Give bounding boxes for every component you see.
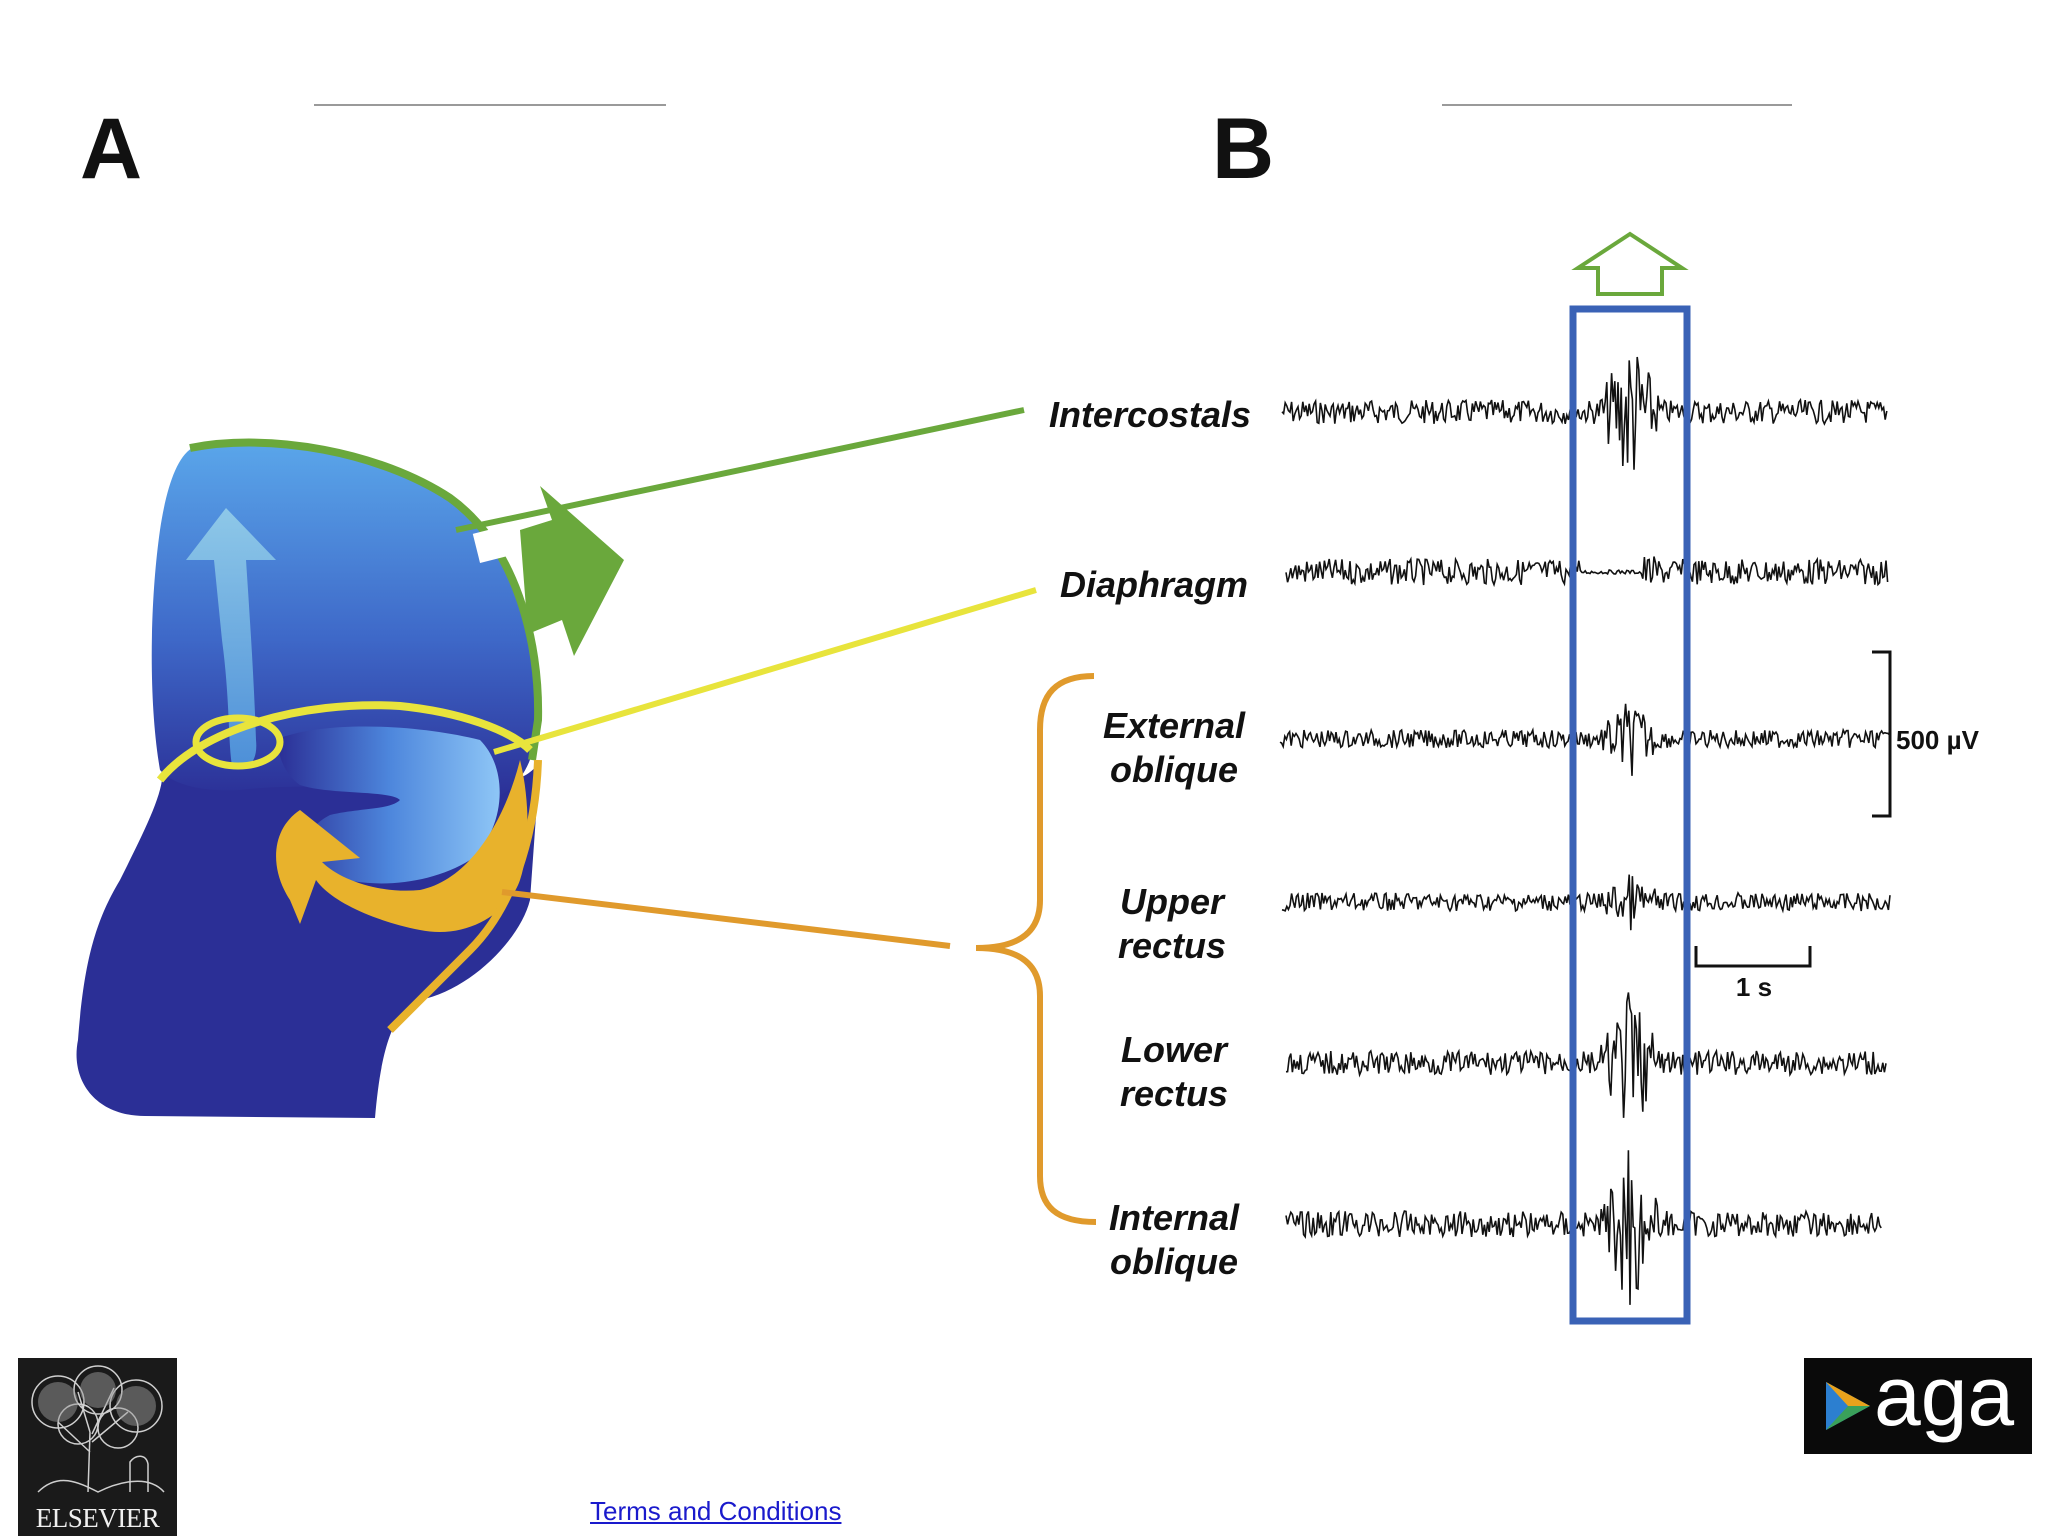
- intercostals-outline: [189, 438, 543, 761]
- label-internal-line2: oblique: [1110, 1241, 1238, 1282]
- emg-traces: [1279, 356, 1891, 1305]
- emg-trace-0: [1281, 356, 1888, 470]
- diaphragm-loop: [192, 714, 284, 770]
- label-external-line2: oblique: [1110, 749, 1238, 790]
- label-lower-rectus-line1: Lower: [1121, 1029, 1229, 1070]
- voltage-scale-bar: [1872, 650, 1892, 818]
- elsevier-logo: ELSEVIER: [18, 1358, 177, 1536]
- voltage-scale-label: 500 µV: [1896, 725, 1980, 755]
- top-rule-right: [1442, 104, 1792, 106]
- abdominal-outline: [387, 759, 542, 1033]
- abdominal-connector: [501, 889, 951, 949]
- abdominal-brace: [975, 673, 1097, 1225]
- aga-wordmark: aga: [1874, 1349, 2015, 1443]
- intercostals-connector: [455, 407, 1025, 533]
- label-upper-rectus-line1: Upper: [1120, 881, 1226, 922]
- emg-trace-1: [1285, 556, 1889, 588]
- emg-trace-4: [1285, 992, 1887, 1118]
- diaphragm-outline: [156, 701, 533, 783]
- aga-triangle-icon: [1826, 1382, 1870, 1430]
- aga-logo: aga: [1804, 1354, 2032, 1454]
- label-external-line1: External: [1103, 705, 1246, 746]
- label-diaphragm: Diaphragm: [1060, 564, 1248, 605]
- emg-trace-5: [1285, 1150, 1882, 1305]
- upward-arrow-icon: [186, 508, 276, 768]
- emg-trace-2: [1279, 703, 1891, 776]
- emg-trace-3: [1281, 874, 1891, 931]
- label-internal-line1: Internal: [1109, 1197, 1240, 1238]
- intercostals-line-gap: [472, 527, 508, 563]
- label-intercostals: Intercostals: [1049, 394, 1251, 435]
- diaphragm-connector: [493, 587, 1037, 755]
- label-lower-rectus-line2: rectus: [1120, 1073, 1228, 1114]
- outward-arrow-icon: [520, 486, 624, 656]
- panel-label-a: A: [80, 101, 143, 197]
- label-upper-rectus-line2: rectus: [1118, 925, 1226, 966]
- top-rule-left: [314, 104, 666, 106]
- time-scale-label: 1 s: [1736, 972, 1772, 1002]
- up-arrow-outline-icon: [1571, 231, 1689, 296]
- time-scale-bar: [1694, 946, 1812, 968]
- elsevier-wordmark: ELSEVIER: [35, 1503, 160, 1533]
- elsevier-tree-icon: [31, 1365, 165, 1493]
- abdominal-curved-arrow-icon: [276, 760, 528, 932]
- terms-and-conditions-link[interactable]: Terms and Conditions: [590, 1496, 842, 1526]
- torso-illustration: [76, 438, 624, 1118]
- inspiration-highlight-box: [1569, 305, 1691, 1325]
- panel-label-b: B: [1212, 101, 1275, 197]
